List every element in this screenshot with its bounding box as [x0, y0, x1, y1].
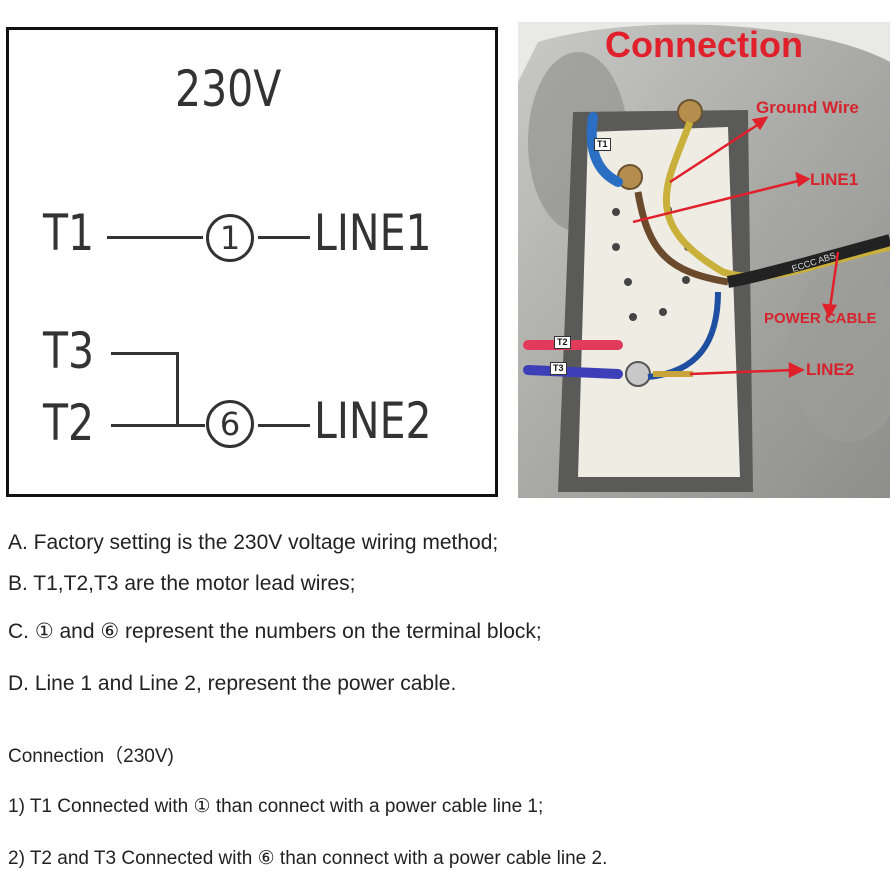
t1-wire — [107, 236, 203, 239]
terminal-1-circle: 1 — [206, 214, 254, 262]
photo-line1-label: LINE1 — [810, 170, 859, 189]
line1-wire — [258, 236, 310, 239]
photo-line2-label: LINE2 — [806, 360, 855, 379]
note-d: D. Line 1 and Line 2, represent the powe… — [8, 672, 457, 695]
t1-label: T1 — [43, 204, 95, 262]
terminal-6-circle: 6 — [206, 400, 254, 448]
diagram-line2-label: LINE2 — [314, 392, 432, 450]
t3-wire — [111, 352, 179, 355]
power-cable-label: POWER CABLE — [764, 310, 877, 327]
connection-step-1: 1) T1 Connected with ① than connect with… — [8, 796, 544, 817]
tag-t1: T1 — [594, 138, 611, 151]
tag-t2: T2 — [554, 336, 571, 349]
connection-step-2: 2) T2 and T3 Connected with ⑥ than conne… — [8, 848, 608, 869]
motor-terminal-illustration: ECCC ABS — [518, 22, 890, 498]
t3-t2-jumper — [176, 352, 179, 426]
tag-t3: T3 — [550, 362, 567, 375]
line2-wire — [258, 424, 310, 427]
note-b: B. T1,T2,T3 are the motor lead wires; — [8, 572, 356, 595]
t3-label: T3 — [43, 322, 95, 380]
wiring-diagram: 230V T1 1 LINE1 T3 T2 6 LINE2 — [6, 27, 498, 497]
t2-label: T2 — [43, 394, 95, 452]
connection-heading: Connection（230V) — [8, 746, 174, 767]
voltage-label: 230V — [175, 60, 282, 118]
note-a: A. Factory setting is the 230V voltage w… — [8, 531, 499, 554]
photo-title: Connection — [605, 24, 803, 65]
note-c: C. ① and ⑥ represent the numbers on the … — [8, 620, 542, 643]
diagram-line1-label: LINE1 — [314, 204, 432, 262]
connection-photo: ECCC ABS Connection Ground Wire LINE1 PO… — [518, 22, 890, 498]
t2-wire — [111, 424, 205, 427]
ground-wire-label: Ground Wire — [756, 98, 859, 117]
